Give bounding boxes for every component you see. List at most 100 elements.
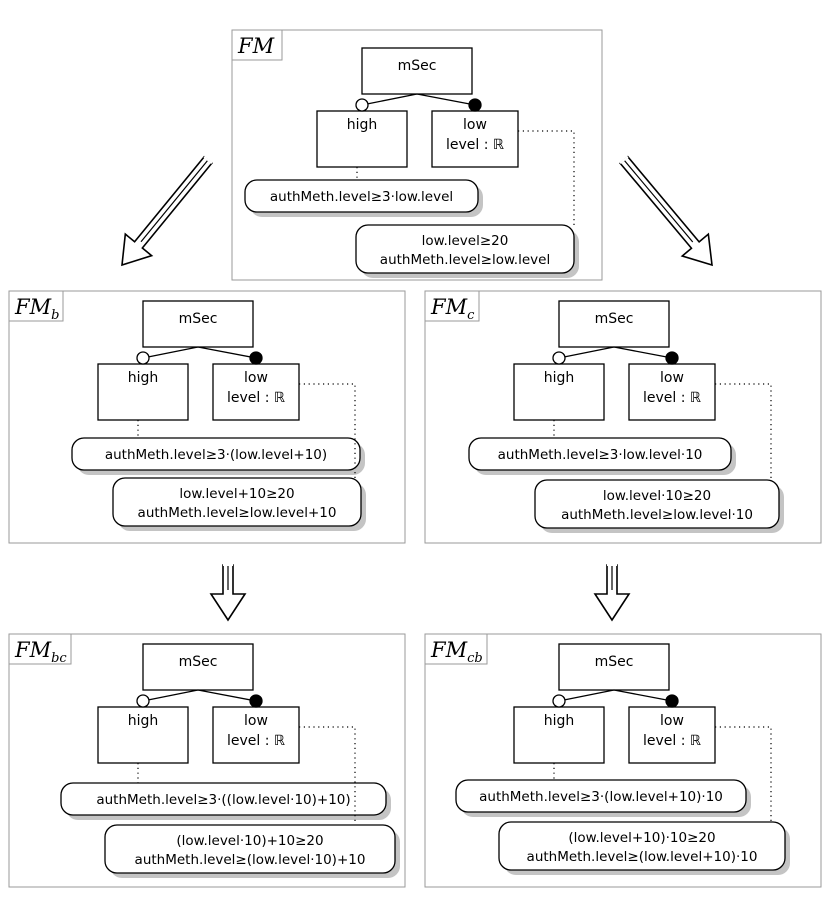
panel-title-subscript: cb [467,651,483,666]
edge-optional [558,346,615,359]
feature-high [97,706,189,764]
panel-title-subscript: b [51,308,59,323]
mandatory-marker-icon [249,351,263,365]
arrow-fmc-to-fmcb [593,564,631,622]
feature-root [361,47,473,95]
constraint-box-low [498,821,786,871]
feature-high-label: high [128,713,159,729]
arrow-outline [209,564,247,622]
arrow-tail-gap [619,156,629,164]
edge-mandatory [613,346,673,359]
constraint-high-text: authMeth.level≥3·(low.level+10) [105,447,327,463]
feature-low-label: low [244,713,268,729]
feature-high [513,706,605,764]
feature-low [628,363,716,421]
constraint-low-line: authMeth.level≥low.level+10 [138,505,337,521]
constraint-box-high [71,437,361,471]
panel-title-box [424,633,488,665]
feature-low [431,110,519,168]
constraint-low-line: authMeth.level≥low.level·10 [561,507,753,523]
arrow-center-line [623,159,694,243]
constraint-link-low [715,383,772,480]
mandatory-marker-icon [665,351,679,365]
optional-marker-icon [552,351,566,365]
feature-root-label: mSec [595,311,634,327]
feature-low-label: low [660,370,684,386]
feature-low [212,706,300,764]
constraint-box-high [455,779,747,813]
arrow-outline [593,564,631,622]
feature-low-attribute: level : ℝ [227,390,286,406]
constraint-box-high [244,179,479,213]
edge-optional [142,689,199,702]
optional-marker-icon [355,98,369,112]
feature-high-label: high [544,370,575,386]
feature-low-label: low [660,713,684,729]
feature-root-label: mSec [595,654,634,670]
mandatory-marker-icon [249,694,263,708]
constraint-low-line: authMeth.level≥low.level [380,252,550,268]
panel-title: FMcb [430,638,483,666]
panel-fmcb: FMcb mSec high low level : ℝ authMeth.level≥3… [424,633,822,888]
panel-title-box [231,29,283,61]
constraint-box-low [104,824,396,874]
panel-title-subscript: bc [51,651,67,666]
constraint-box-low [112,477,362,527]
feature-root [142,300,254,348]
constraint-box-low [355,224,575,274]
edge-mandatory [197,346,257,359]
constraint-high-text: authMeth.level≥3·(low.level+10)·10 [479,789,723,805]
feature-high-label: high [347,117,378,133]
edge-optional [142,346,199,359]
mandatory-marker-icon [665,694,679,708]
constraint-low-line: authMeth.level≥(low.level+10)·10 [527,849,758,865]
optional-marker-icon [136,694,150,708]
feature-low-label: low [463,117,487,133]
feature-low-label: low [244,370,268,386]
constraint-box-high [468,437,732,471]
constraint-high-text: authMeth.level≥3·low.level·10 [498,447,703,463]
feature-low-attribute: level : ℝ [446,137,505,153]
panel-title-box [8,290,64,322]
constraint-low-line: low.level≥20 [422,233,509,249]
constraint-low-line: low.level·10≥20 [603,488,711,504]
feature-high-label: high [128,370,159,386]
optional-marker-icon [136,351,150,365]
feature-low [628,706,716,764]
edge-optional [558,689,615,702]
edge-optional [361,93,418,106]
feature-low [212,363,300,421]
constraint-low-line: (low.level+10)·10≥20 [568,830,715,846]
panel-title-subscript: c [467,308,475,323]
feature-root-label: mSec [398,58,437,74]
constraint-high-text: authMeth.level≥3·low.level [270,189,453,205]
panel-title: FM [237,34,275,58]
arrow-fm-to-fmb [121,155,213,267]
constraint-high-text: authMeth.level≥3·((low.level·10)+10) [96,792,350,808]
feature-high [316,110,408,168]
panel-title-box [424,290,480,322]
feature-low-attribute: level : ℝ [643,733,702,749]
constraint-low-line: (low.level·10)+10≥20 [176,833,323,849]
mandatory-marker-icon [468,98,482,112]
edge-mandatory [197,689,257,702]
arrow-fm-to-fmc [619,155,713,267]
feature-root-label: mSec [179,311,218,327]
feature-root [558,643,670,691]
constraint-box-high [60,782,387,816]
edge-mandatory [416,93,476,106]
constraint-low-line: authMeth.level≥(low.level·10)+10 [135,852,366,868]
arrow-center-line [140,159,209,243]
constraint-low-line: low.level+10≥20 [179,486,294,502]
feature-high-label: high [544,713,575,729]
edge-mandatory [613,689,673,702]
constraint-box-low [534,479,780,529]
feature-root [142,643,254,691]
feature-low-attribute: level : ℝ [227,733,286,749]
feature-low-attribute: level : ℝ [643,390,702,406]
panel-title-box [8,633,72,665]
